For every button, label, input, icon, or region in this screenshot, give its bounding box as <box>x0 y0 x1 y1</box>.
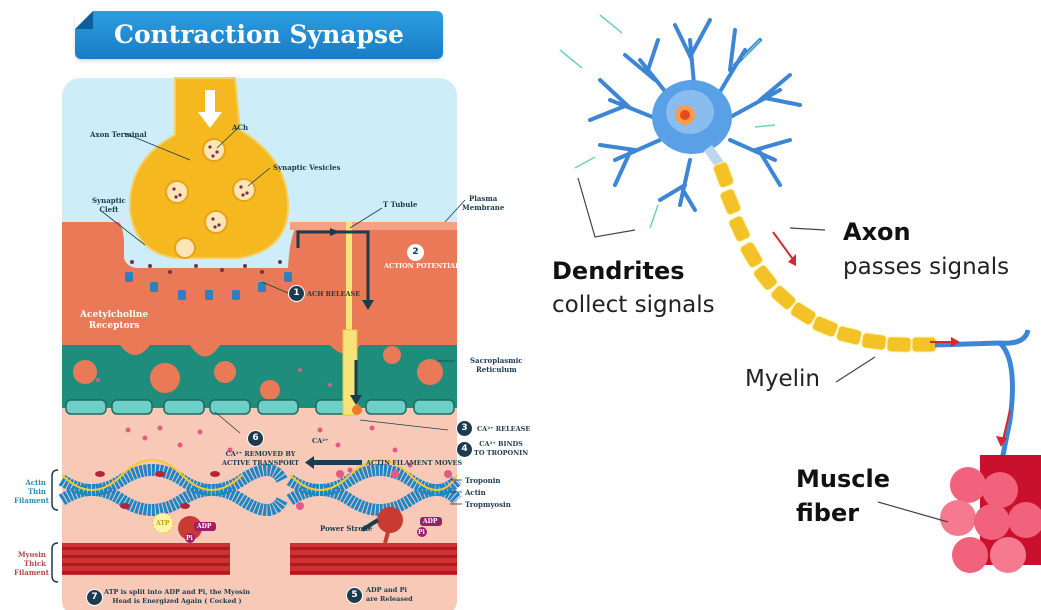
step-7-text: ATP is split into ADP and Pi, the Myosin… <box>104 588 251 605</box>
ap-arrowhead <box>362 300 374 310</box>
myosin-head-power-stroke <box>377 507 403 533</box>
label-actin-thin-filament: Actin Thin Filament <box>14 478 50 505</box>
step-6-text: CA²⁺ REMOVED BY ACTIVE TRANSPORT <box>222 450 299 467</box>
acetylcholine-receptors <box>125 272 292 300</box>
step-5-text: ADP and Pi are Released <box>366 586 413 603</box>
ap-arrowhead-2 <box>350 395 362 405</box>
power-stroke-lever <box>360 518 380 532</box>
step-6-badge: 6 <box>247 430 264 447</box>
pi-chip <box>185 533 195 543</box>
signal-arrow-icon <box>198 90 222 128</box>
plasma-membrane-edge <box>290 222 457 230</box>
calcium-ions <box>96 368 413 473</box>
axon-hillock <box>703 145 725 168</box>
input-signal-arrows <box>559 14 776 229</box>
label-plasma-membrane: Plasma Membrane <box>462 194 505 212</box>
calcium-channel <box>352 405 362 415</box>
banner-fold <box>75 11 93 29</box>
axon-terminal-branches <box>934 329 1031 461</box>
diagram-title: Contraction Synapse <box>114 20 404 49</box>
myelin-sheath <box>712 161 937 353</box>
step-1-text: ACH RELEASE <box>307 290 361 298</box>
sr-terminal-cisternae <box>65 399 455 415</box>
myosin-neck <box>383 531 390 544</box>
nucleolus <box>680 110 690 120</box>
adp-released-chip <box>420 517 442 526</box>
step-7-badge: 7 <box>86 589 103 606</box>
myosin-thick-filament <box>62 543 457 575</box>
muscle-fiber-label: Muscle fiber <box>796 465 890 527</box>
axon-subtitle: passes signals <box>843 254 1010 280</box>
muscle-fiber <box>940 455 1041 573</box>
myosin-bracket <box>51 542 59 583</box>
troponin-sites <box>95 470 452 510</box>
myosin-head-cocked <box>178 516 202 540</box>
contraction-synapse-illustration <box>51 77 466 610</box>
label-myosin-thick-filament: Myosin Thick Filament <box>14 550 50 577</box>
step-5-badge: 5 <box>346 587 363 604</box>
atp-burst <box>152 512 174 534</box>
actin-moves-arrowhead <box>305 456 314 469</box>
leader-lines <box>99 127 466 505</box>
ap-arrowhead-3 <box>330 228 340 236</box>
synaptic-vesicles <box>165 138 256 259</box>
dendrites-subtitle: collect signals <box>552 292 715 318</box>
label-pi: Pi <box>186 535 193 542</box>
signal-direction-arrows <box>772 231 1011 447</box>
actin-bracket <box>51 469 59 511</box>
label-adp-released: ADP <box>423 518 438 525</box>
neuron-leader-lines <box>789 227 949 523</box>
label-troponin: Troponin <box>465 476 501 485</box>
step-4-text: CA²⁺ BINDS TO TROPONIN <box>474 440 529 457</box>
myelin-label: Myelin <box>745 366 820 392</box>
neuron-to-muscle-illustration <box>559 14 1041 573</box>
label-axon-terminal: Axon Terminal <box>90 130 147 139</box>
step-1-badge: 1 <box>288 285 305 302</box>
label-power-stroke: Power Stroke <box>320 524 373 533</box>
axon-terminal <box>128 77 290 259</box>
actin-thin-filament <box>58 459 462 516</box>
label-actin-filament-moves: ACTIN FILAMENT MOVES <box>366 459 463 467</box>
step-4-badge: 4 <box>456 441 473 458</box>
label-atp: ATP <box>156 520 170 527</box>
adp-chip <box>194 522 216 531</box>
ach-molecules <box>130 145 282 274</box>
dendrites-bracket <box>577 177 636 238</box>
dendrites-title: Dendrites <box>552 257 685 285</box>
label-t-tubule: T Tubule <box>383 200 418 209</box>
label-adp: ADP <box>197 523 212 530</box>
label-tropmyosin: Tropmyosin <box>465 500 511 509</box>
label-pi-released: Pi <box>418 529 425 536</box>
title-banner <box>75 11 443 59</box>
label-ach: ACh <box>232 123 249 132</box>
label-sarcoplasmic-reticulum: Sacroplasmic Reticulum <box>470 356 523 374</box>
step-2-text: ACTION POTENTIAL <box>384 262 460 270</box>
label-ca2: CA²⁺ <box>312 437 329 445</box>
sr-holes <box>73 345 443 400</box>
label-synaptic-cleft: Synaptic Cleft <box>92 196 126 214</box>
label-actin: Actin <box>465 488 486 497</box>
pi-released-chip <box>417 527 427 537</box>
step-2-badge: 2 <box>407 244 424 261</box>
label-synaptic-vesicles: Synaptic Vesicles <box>273 163 341 172</box>
step-3-text: CA²⁺ RELEASE <box>477 425 531 433</box>
actin-moves-arrow <box>312 460 362 465</box>
step-3-badge: 3 <box>456 420 473 437</box>
label-acetylcholine-receptors: Acetylcholine Receptors <box>80 310 149 331</box>
axon-title: Axon <box>843 218 911 246</box>
dendrites <box>588 18 802 212</box>
